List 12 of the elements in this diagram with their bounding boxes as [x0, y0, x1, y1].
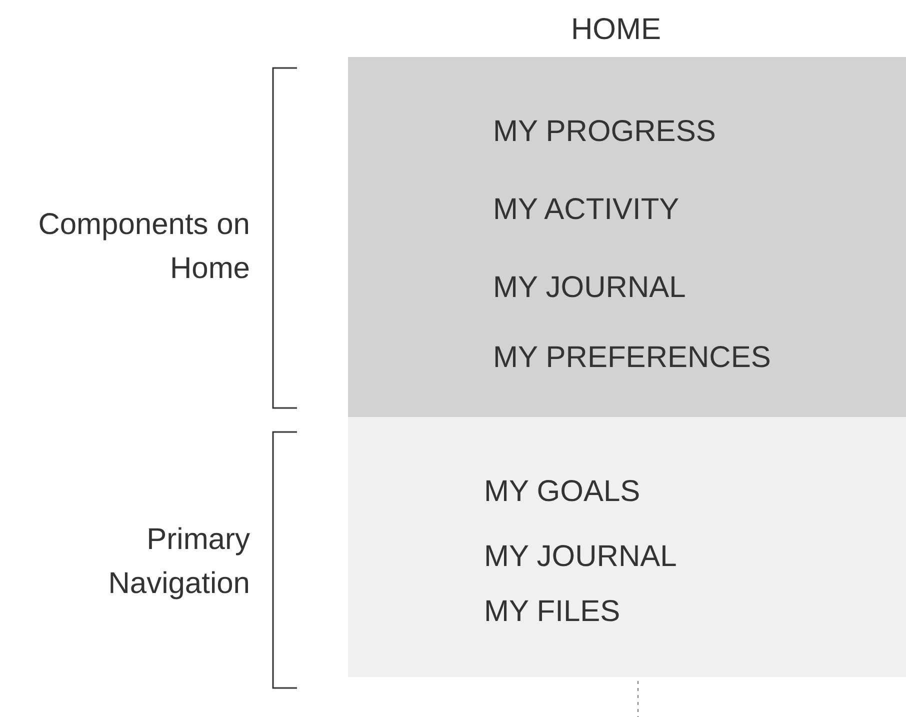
menu-item: MY GOALS	[484, 474, 640, 510]
menu-item: MY PREFERENCES	[493, 340, 771, 376]
menu-item: MY PROGRESS	[493, 114, 716, 150]
section-panel	[348, 417, 906, 677]
section-label: Components on Home	[37, 207, 250, 287]
section-panel	[348, 57, 906, 417]
menu-item: MY JOURNAL	[493, 270, 686, 306]
menu-item: MY FILES	[484, 594, 620, 630]
page-title: HOME	[571, 12, 661, 48]
section-label: Primary Navigation	[107, 522, 250, 602]
menu-item: MY JOURNAL	[484, 539, 677, 575]
menu-item: MY ACTIVITY	[493, 192, 680, 228]
